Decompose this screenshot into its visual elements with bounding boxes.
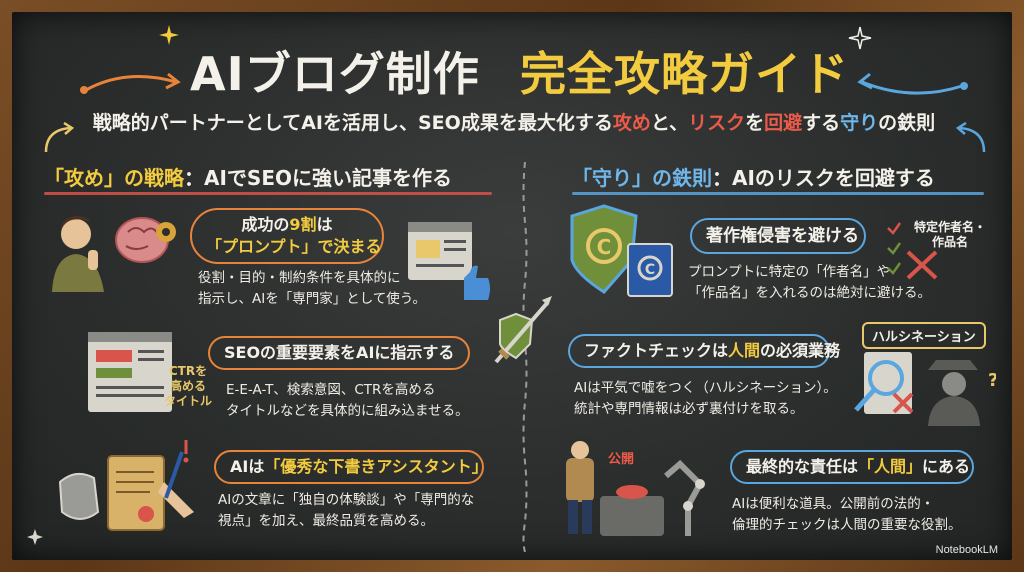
right-section-rest: ：AIのリスクを回避する: [712, 166, 935, 190]
subtitle-end: の鉄則: [878, 112, 936, 134]
exclamation-icon: [178, 438, 194, 464]
checklist-cross-icon: [884, 218, 944, 282]
card-body-line: プロンプトに特定の「作者名」や: [688, 264, 891, 280]
card-body-line: AIの文章に「独自の体験談」や「専門的な: [218, 492, 475, 508]
pill-post: の必須業務: [760, 341, 841, 360]
ctr-note: CTRを 高める タイトル: [164, 364, 213, 408]
card-body: AIは便利な道具。公開前の法的・ 倫理的チェックは人間の重要な役割。: [732, 494, 962, 536]
pill-highlight: 人間: [728, 341, 761, 360]
center-divider: [522, 161, 528, 553]
notebooklm-brand: NotebookLM: [935, 544, 998, 556]
card-body-line: 指示し、AIを「専門家」として使う。: [198, 291, 427, 307]
pill-post: にある: [922, 457, 971, 476]
pill-highlight: 9割: [289, 215, 317, 234]
right-heading-underline: [572, 192, 984, 195]
sparkle-icon: [158, 24, 180, 46]
card-body: AIの文章に「独自の体験談」や「専門的な 視点」を加え、最終品質を高める。: [218, 490, 474, 532]
card-body-line: 倫理的チェックは人間の重要な役割。: [732, 517, 962, 533]
sparkle-icon: [848, 26, 872, 50]
hallucination-label: ハルシネーション: [862, 322, 986, 349]
subtitle-mid: と、: [650, 112, 689, 134]
pill-pre: 最終的な責任は: [746, 457, 859, 476]
pill-highlight: 「人間」: [858, 457, 923, 476]
left-section-rest: ：AIでSEOに強い記事を作る: [184, 166, 452, 190]
left-heading-underline: [44, 192, 492, 195]
pill-line-2: 「プロンプト」で決まる: [206, 237, 382, 256]
card-body-line: AIは便利な道具。公開前の法的・: [732, 496, 935, 512]
left-section-keyword: 「攻め」の戦略: [44, 166, 184, 190]
pill-post: は: [316, 215, 333, 234]
subtitle-mid2: を: [745, 112, 765, 134]
subtitle-post: する: [802, 112, 841, 134]
pill-highlight: 「優秀な下書きアシスタント」: [264, 457, 488, 476]
card-body: プロンプトに特定の「作者名」や 「作品名」を入れるのは絶対に避ける。: [688, 262, 931, 304]
title-highlight: 完全攻略ガイド: [520, 47, 849, 101]
brain-gear-icon: [108, 210, 180, 270]
subtitle-avoid: 回避: [764, 112, 803, 134]
thinking-person-icon: [48, 210, 108, 292]
subtitle: 戦略的パートナーとしてAIを活用し、SEO成果を最大化する攻めと、リスクを回避す…: [84, 108, 944, 135]
pill-prompt-success: 成功の9割は 「プロンプト」で決まる: [190, 208, 384, 264]
pill-seo-elements: SEOの重要要素をAIに指示する: [208, 336, 470, 370]
card-body-line: 統計や専門情報は必ず裏付けを取る。: [574, 401, 804, 417]
svg-text:C: C: [645, 262, 655, 278]
document-thumbs-up-icon: [404, 218, 494, 304]
author-work-note: 特定作者名・ 作品名: [913, 220, 986, 249]
curved-arrow-icon: [950, 122, 990, 156]
card-body: E-E-A-T、検索意図、CTRを高める タイトルなどを具体的に組み込ませる。: [226, 380, 469, 422]
subtitle-attack: 攻め: [612, 112, 651, 134]
card-body-line: タイトルなどを具体的に組み込ませる。: [226, 403, 469, 419]
card-body: AIは平気で嘘をつく（ハルシネーション）。 統計や専門情報は必ず裏付けを取る。: [574, 378, 837, 420]
webpage-icon: [86, 330, 174, 414]
subtitle-guard: 守り: [840, 112, 879, 134]
svg-text:C: C: [597, 235, 612, 259]
pill-fact-check: ファクトチェックは人間の必須業務: [568, 334, 840, 368]
card-body-line: E-E-A-T、検索意図、CTRを高める: [226, 382, 436, 398]
pill-line-1: 成功の9割は: [206, 214, 368, 236]
left-section-heading: 「攻め」の戦略：AIでSEOに強い記事を作る: [44, 162, 452, 191]
pill-pre: AIは: [230, 457, 265, 476]
star-icon: [26, 528, 44, 546]
card-body-line: 役割・目的・制約条件を具体的に: [198, 270, 401, 286]
left-arrow-icon: [76, 68, 186, 98]
publish-label: 公開: [608, 452, 635, 467]
pill-copyright: 著作権侵害を避ける: [690, 218, 866, 254]
pill-responsibility: 最終的な責任は「人間」にある: [730, 450, 974, 484]
robot-hand-scroll-icon: [54, 442, 204, 538]
card-body-line: 視点」を加え、最終品質を高める。: [218, 513, 434, 529]
right-section-heading: 「守り」の鉄則：AIのリスクを回避する: [572, 162, 935, 191]
title-main: AIブログ制作: [190, 47, 480, 101]
card-body-line: 「作品名」を入れるのは絶対に避ける。: [688, 285, 931, 301]
chalkboard: AIブログ制作 完全攻略ガイド 戦略的パートナーとしてAIを活用し、SEO成果を…: [12, 12, 1012, 560]
publish-button-robot-icon: [558, 440, 718, 540]
subtitle-risk: リスク: [688, 112, 746, 134]
shield-sword-icon: [482, 292, 562, 372]
magnifier-spy-icon: ?: [850, 346, 996, 428]
svg-text:?: ?: [988, 370, 996, 391]
pill-pre: 成功の: [241, 215, 290, 234]
pill-draft-assistant: AIは「優秀な下書きアシスタント」: [214, 450, 488, 484]
subtitle-pre: 戦略的パートナーとしてAIを活用し、SEO成果を最大化する: [92, 112, 613, 134]
card-body-line: AIは平気で嘘をつく（ハルシネーション）。: [574, 380, 837, 396]
right-arrow-icon: [852, 72, 972, 102]
right-section-keyword: 「守り」の鉄則: [572, 166, 712, 190]
card-body: 役割・目的・制約条件を具体的に 指示し、AIを「専門家」として使う。: [198, 268, 426, 310]
curved-arrow-icon: [40, 122, 80, 156]
pill-pre: ファクトチェックは: [584, 341, 729, 360]
